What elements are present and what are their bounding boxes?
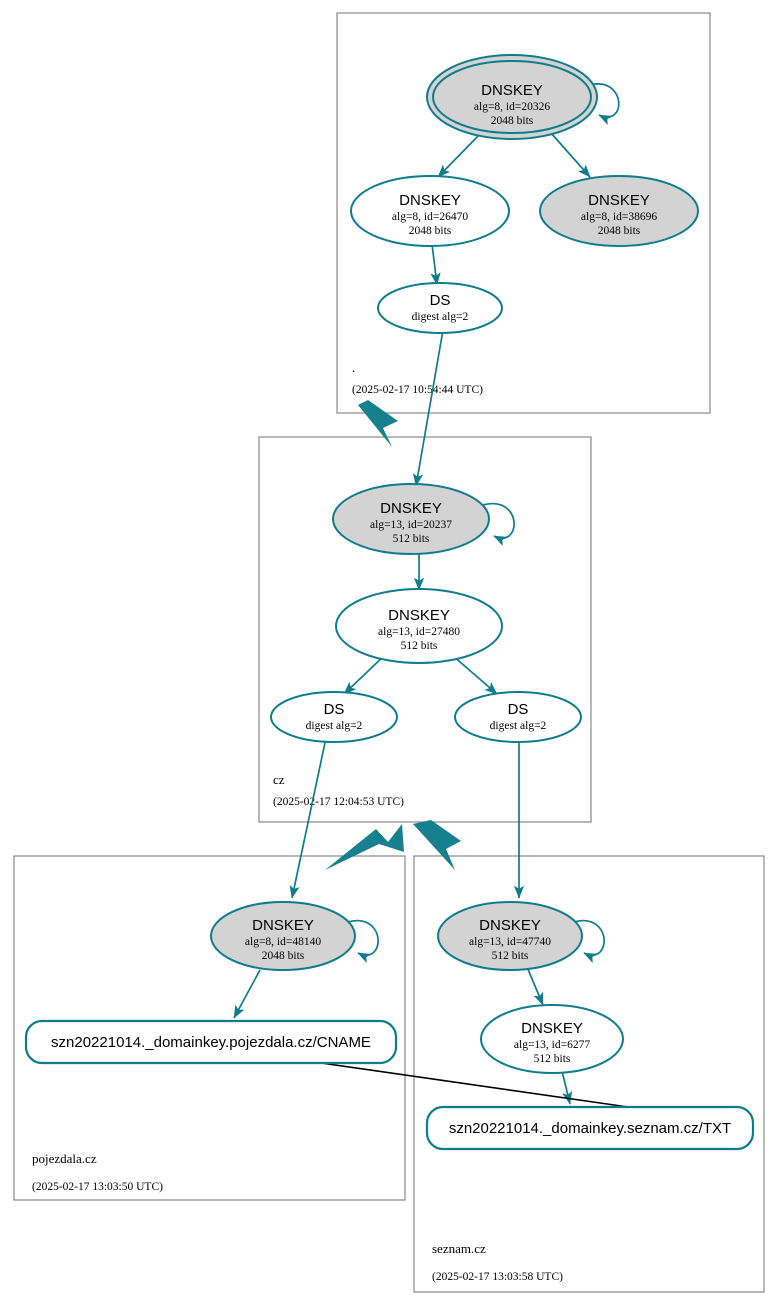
zone-timestamp-root: (2025-02-17 10:54:44 UTC) xyxy=(352,384,483,396)
edge-seznam-ksk-to-zsk xyxy=(526,966,544,1006)
zone-label-seznam: seznam.cz xyxy=(432,1241,486,1256)
node-detail-alg-id: alg=13, id=6277 xyxy=(514,1039,590,1051)
zone-label-pojezdala: pojezdala.cz xyxy=(32,1151,97,1166)
rrset-box xyxy=(425,1105,755,1151)
node-title: DNSKEY xyxy=(479,917,541,934)
node-detail-bits: 2048 bits xyxy=(262,950,305,962)
node-pojezdala-ksk-dnskey[interactable]: DNSKEY alg=8, id=48140 2048 bits xyxy=(210,901,356,971)
rrset-label: szn20221014._domainkey.pojezdala.cz/CNAM… xyxy=(51,1034,371,1051)
edge-ds-cz-to-pojezdala-ksk xyxy=(289,737,327,899)
rrset-box xyxy=(24,1019,398,1065)
edge-ds-root-to-cz-ksk xyxy=(413,329,444,487)
node-detail-bits: 512 bits xyxy=(401,640,438,652)
edge-pojezdala-ksk-to-cname xyxy=(233,969,261,1019)
delegation-arrow-root-to-cz xyxy=(358,400,398,447)
node-detail-bits: 512 bits xyxy=(393,533,430,545)
node-cz-ds-for-pojezdala[interactable]: DS digest alg=2 xyxy=(270,691,398,743)
node-detail-alg-id: alg=8, id=20326 xyxy=(474,101,550,113)
delegation-arrow-cz-to-pojezdala xyxy=(325,824,404,870)
node-seznam-ksk-dnskey[interactable]: DNSKEY alg=13, id=47740 512 bits xyxy=(437,901,583,971)
node-detail-alg-id: alg=8, id=26470 xyxy=(392,211,468,223)
zone-timestamp-seznam: (2025-02-17 13:03:58 UTC) xyxy=(432,1271,563,1283)
node-title: DS xyxy=(324,701,345,718)
node-detail-alg-id: alg=13, id=47740 xyxy=(469,936,551,948)
node-root-zsk-38696-dnskey[interactable]: DNSKEY alg=8, id=38696 2048 bits xyxy=(539,175,699,247)
zone-label-root: . xyxy=(352,360,355,375)
edge-self-loop-pojezdala-ksk xyxy=(347,919,379,964)
zone-label-cz: cz xyxy=(273,772,285,787)
node-detail-bits: 512 bits xyxy=(492,950,529,962)
edge-root-ksk-to-zsk26470 xyxy=(437,132,482,178)
delegation-arrow-cz-to-seznam xyxy=(413,820,461,870)
node-title: DNSKEY xyxy=(252,917,314,934)
node-title: DNSKEY xyxy=(588,192,650,209)
node-root-ds-for-cz[interactable]: DS digest alg=2 xyxy=(377,282,503,334)
node-detail-bits: 2048 bits xyxy=(598,225,641,237)
node-detail-digest-alg: digest alg=2 xyxy=(490,720,547,732)
edge-cz-zsk-to-ds-seznam xyxy=(451,654,498,695)
node-root-zsk-26470-dnskey[interactable]: DNSKEY alg=8, id=26470 2048 bits xyxy=(350,175,510,247)
edge-self-loop-seznam-ksk xyxy=(573,919,605,964)
node-title: DNSKEY xyxy=(481,82,543,99)
node-title: DS xyxy=(430,292,451,309)
node-seznam-zsk-dnskey[interactable]: DNSKEY alg=13, id=6277 512 bits xyxy=(480,1004,624,1074)
edge-root-ksk-to-zsk38696 xyxy=(550,132,591,178)
node-cz-ds-for-seznam[interactable]: DS digest alg=2 xyxy=(454,691,582,743)
node-detail-alg-id: alg=8, id=38696 xyxy=(581,211,657,223)
node-title: DNSKEY xyxy=(521,1020,583,1037)
node-title: DNSKEY xyxy=(399,192,461,209)
node-detail-bits: 512 bits xyxy=(534,1053,571,1065)
node-detail-alg-id: alg=8, id=48140 xyxy=(245,936,321,948)
node-detail-digest-alg: digest alg=2 xyxy=(306,720,363,732)
zone-timestamp-pojezdala: (2025-02-17 13:03:50 UTC) xyxy=(32,1181,163,1193)
node-pojezdala-cname-rrset[interactable]: szn20221014._domainkey.pojezdala.cz/CNAM… xyxy=(24,1019,398,1065)
node-root-ksk-dnskey[interactable]: DNSKEY alg=8, id=20326 2048 bits xyxy=(426,54,598,140)
node-detail-digest-alg: digest alg=2 xyxy=(412,311,469,323)
node-detail-bits: 2048 bits xyxy=(409,225,452,237)
rrset-label: szn20221014._domainkey.seznam.cz/TXT xyxy=(449,1120,731,1137)
edge-root-zsk-to-ds xyxy=(430,243,441,286)
zone-timestamp-cz: (2025-02-17 12:04:53 UTC) xyxy=(273,796,404,808)
node-title: DNSKEY xyxy=(380,500,442,517)
node-cz-ksk-dnskey[interactable]: DNSKEY alg=13, id=20237 512 bits xyxy=(332,483,490,555)
node-detail-alg-id: alg=13, id=27480 xyxy=(378,626,460,638)
edge-cz-zsk-to-ds-pojezdala xyxy=(343,654,386,695)
node-title: DNSKEY xyxy=(388,607,450,624)
node-cz-zsk-dnskey[interactable]: DNSKEY alg=13, id=27480 512 bits xyxy=(335,588,503,664)
node-detail-alg-id: alg=13, id=20237 xyxy=(370,519,452,531)
edge-self-loop-cz-ksk xyxy=(482,502,515,547)
node-title: DS xyxy=(508,701,529,718)
node-detail-bits: 2048 bits xyxy=(491,115,534,127)
node-seznam-txt-rrset[interactable]: szn20221014._domainkey.seznam.cz/TXT xyxy=(425,1105,755,1151)
edge-cname-to-txt-alias xyxy=(313,1061,671,1117)
